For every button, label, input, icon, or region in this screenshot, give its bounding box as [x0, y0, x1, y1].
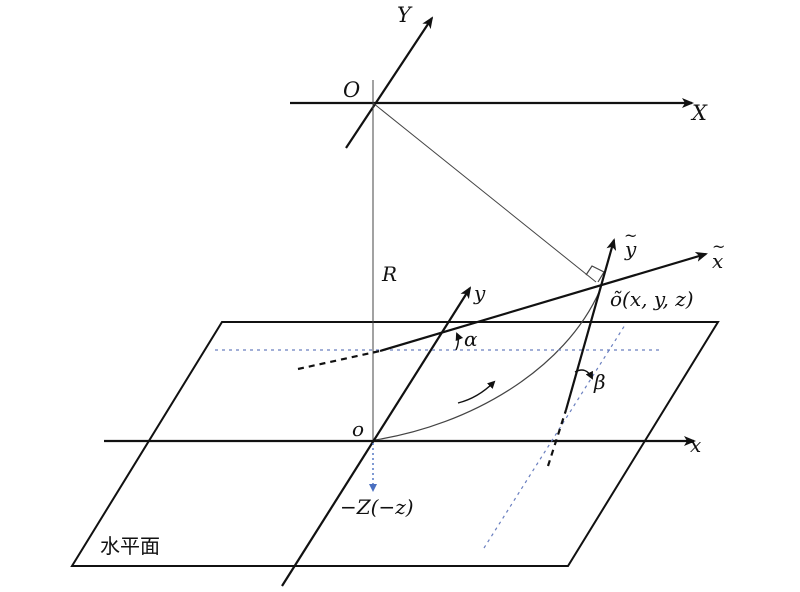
- y-tilde-axis: [564, 238, 617, 411]
- label-o-lower: o: [352, 417, 364, 441]
- dotted-slanted-helper: [483, 324, 626, 549]
- label-x-tilde: x: [712, 249, 723, 273]
- x-tilde-axis: [379, 252, 708, 353]
- curved-arrow: [457, 380, 496, 404]
- right-angle-marker: [585, 265, 605, 283]
- label-Y-upper: Y: [397, 3, 413, 27]
- O-to-otilde-line: [372, 102, 597, 283]
- beta-angle-arc: [574, 369, 593, 380]
- tilde-mark-x: ~: [712, 237, 725, 256]
- label-y-lower: y: [473, 281, 486, 305]
- label-x-lower: x: [690, 433, 701, 457]
- label-O-upper: O: [343, 78, 360, 102]
- tilde-mark-y: ~: [624, 226, 637, 245]
- label-plane: 水平面: [100, 534, 160, 558]
- label-otilde-point: õ(x, y, z): [610, 287, 694, 311]
- y-tilde-axis-dashed: [546, 409, 568, 467]
- arc-o-to-otilde: [374, 289, 601, 441]
- lower-y-axis: [281, 286, 472, 587]
- label-X-upper: X: [690, 101, 708, 125]
- label-alpha: α: [464, 327, 478, 351]
- alpha-angle-arc: [455, 332, 464, 351]
- label-y-tilde: y: [624, 237, 637, 261]
- horizontal-plane: [70, 321, 720, 567]
- upper-Y-axis: [345, 16, 434, 149]
- label-beta: β: [593, 370, 606, 394]
- label-R: R: [381, 262, 397, 286]
- label-neg-z: −Z(−z): [340, 495, 414, 519]
- x-tilde-axis-dashed: [297, 349, 381, 371]
